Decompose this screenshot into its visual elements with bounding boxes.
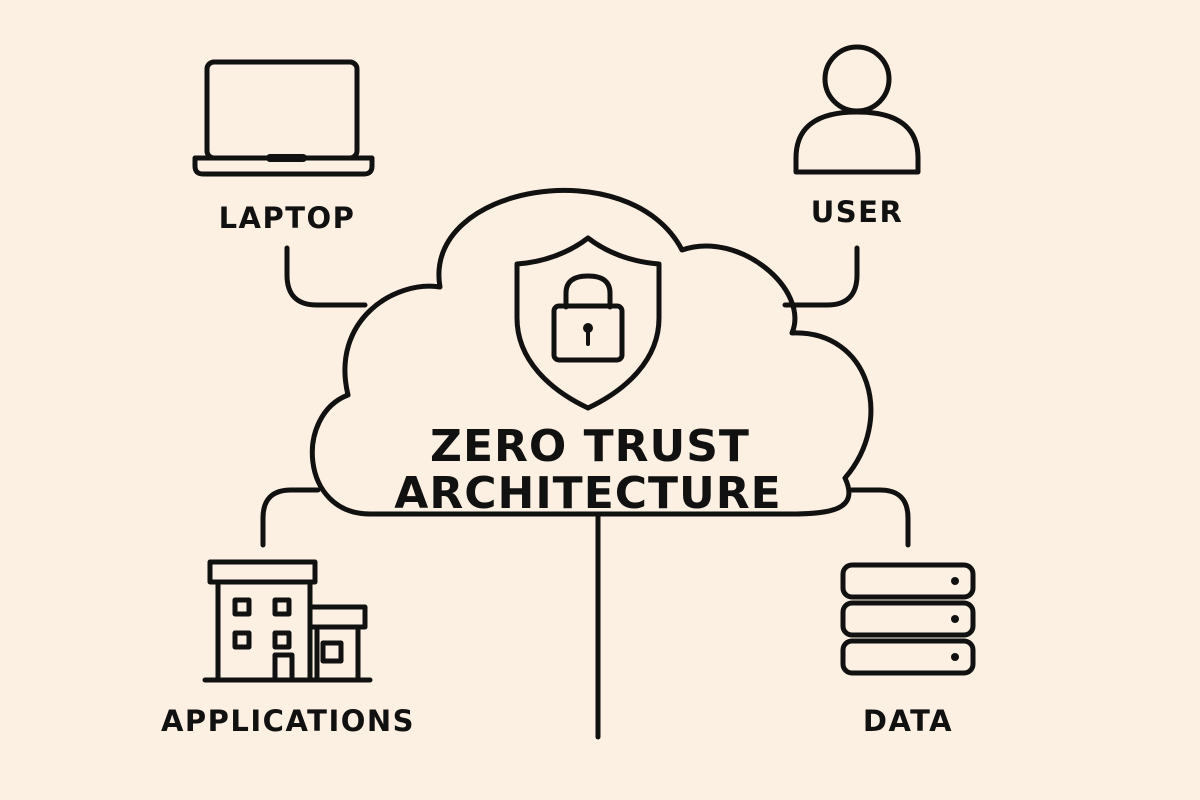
shield-lock-icon xyxy=(514,235,662,411)
connector-data xyxy=(849,487,911,548)
diagram-title-line-1: ZERO TRUST xyxy=(430,421,750,472)
user-label: USER xyxy=(810,195,904,229)
diagram-title-line-2: ARCHITECTURE xyxy=(394,468,782,519)
user-icon xyxy=(793,44,921,175)
applications-label: APPLICATIONS xyxy=(160,704,416,738)
connector-user xyxy=(782,245,860,308)
building-icon xyxy=(202,559,373,683)
laptop-label: LAPTOP xyxy=(218,201,356,235)
connector-laptop xyxy=(284,245,368,308)
database-server-icon xyxy=(840,562,976,676)
cloud-outline xyxy=(309,187,874,517)
connector-applications xyxy=(260,487,321,548)
laptop-icon xyxy=(192,59,375,177)
data-label: DATA xyxy=(862,704,954,738)
